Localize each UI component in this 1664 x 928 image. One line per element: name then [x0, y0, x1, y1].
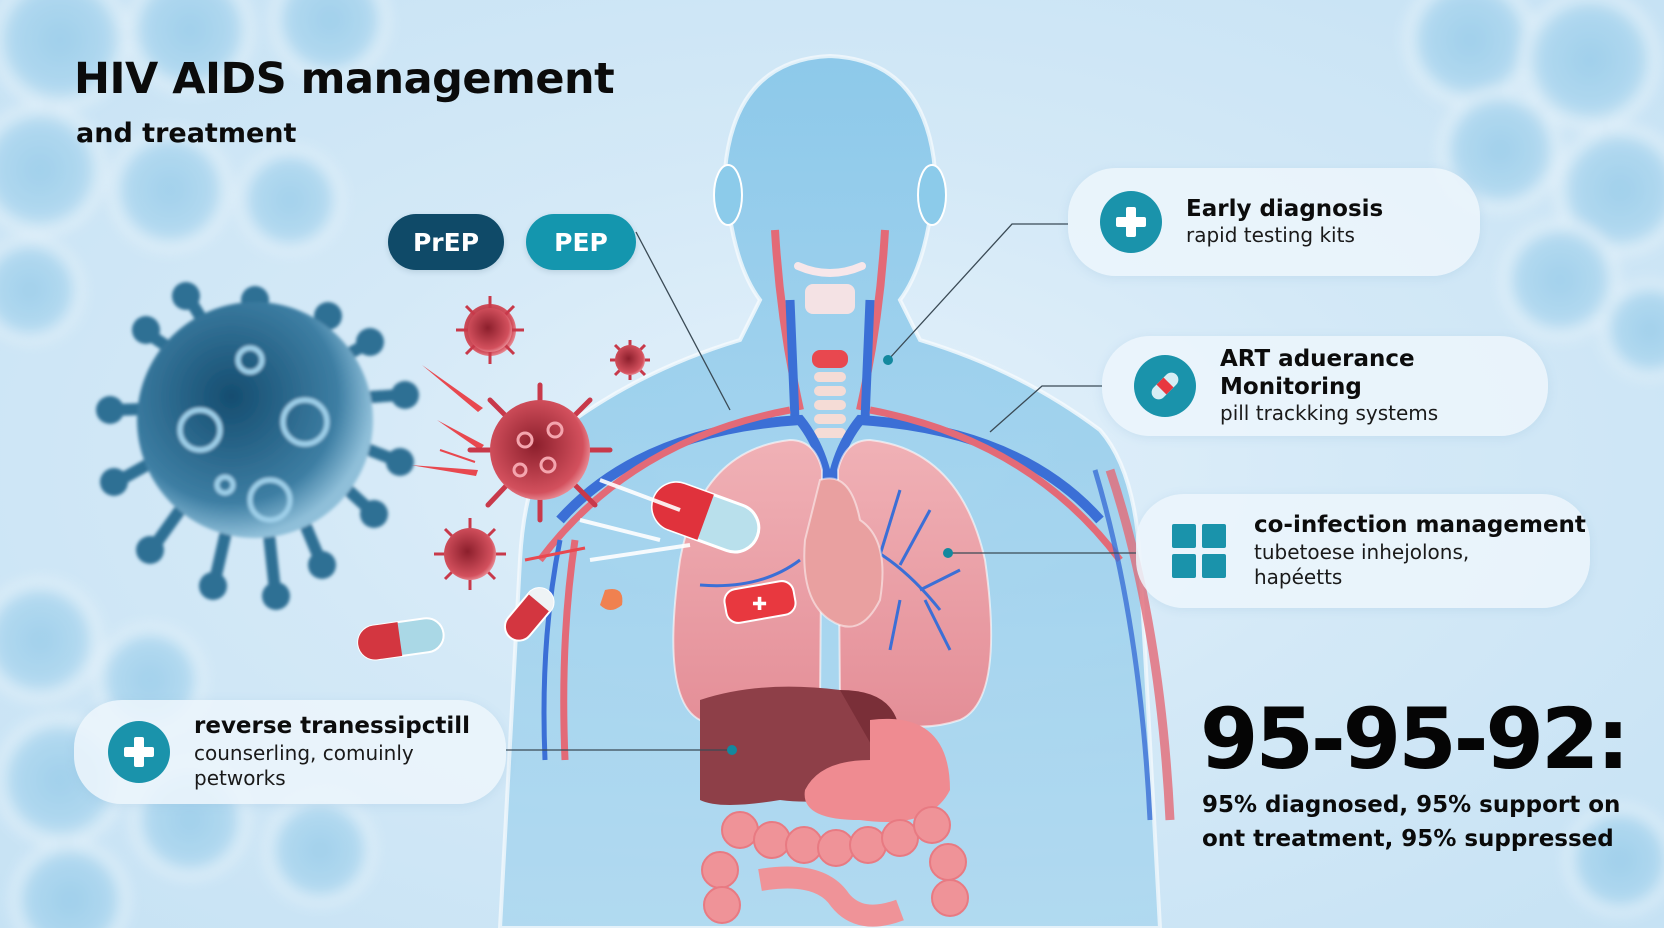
pep-tag: PEP [526, 214, 636, 270]
callout-art-adherence: ART aduerance Monitoring pill trackking … [1102, 336, 1548, 436]
plus-cross-icon [1100, 191, 1162, 253]
callout-co-infection: co-infection management tubetoese inhejo… [1136, 494, 1590, 608]
callout-detail: pill trackking systems [1220, 401, 1439, 426]
callout-heading: co-infection management [1254, 512, 1586, 539]
callout-detail-line2: hapéetts [1254, 564, 1343, 589]
callout-early-diagnosis: Early diagnosis rapid testing kits [1068, 168, 1480, 276]
callout-heading: ART aduerance Monitoring [1220, 345, 1415, 400]
callout-detail: rapid testing kits [1186, 223, 1355, 248]
pep-label: PEP [554, 227, 608, 257]
callout-heading: reverse tranessipctill [194, 713, 471, 740]
page-title: HIV AIDS management [74, 54, 615, 104]
hiv-virus-blue [96, 282, 419, 610]
svg-text:✚: ✚ [752, 594, 767, 615]
four-square-grid-icon [1168, 520, 1230, 582]
callout-heading: Early diagnosis [1186, 195, 1384, 222]
page-subtitle: and treatment [76, 118, 297, 149]
body-silhouette: ✚ [497, 53, 1175, 928]
callout-detail-line1: tubetoese inhejolons, [1254, 539, 1470, 564]
plus-cross-icon [108, 721, 170, 783]
prep-tag: PrEP [388, 214, 504, 270]
prep-label: PrEP [412, 227, 480, 257]
target-description-line1: 95% diagnosed, 95% support on [1202, 792, 1621, 818]
pill-capsule-icon [1134, 355, 1196, 417]
callout-detail: counserling, comuinly petworks [194, 740, 414, 790]
callout-support-networks: reverse tranessipctill counserling, comu… [74, 700, 506, 804]
target-headline: 95-95-92: [1200, 690, 1630, 788]
target-description-line2: ont treatment, 95% suppressed [1202, 826, 1614, 852]
hiv-virus-red-large [467, 382, 613, 523]
